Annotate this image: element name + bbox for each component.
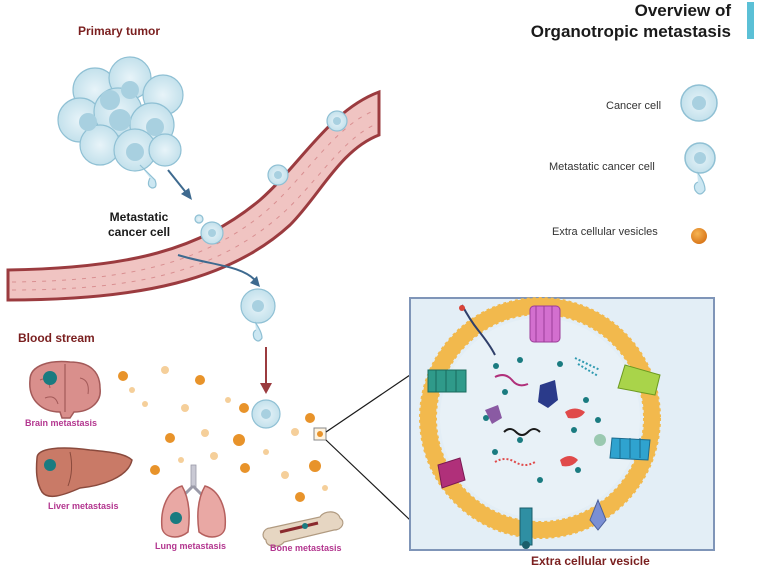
organ-label-lungs: Lung metastasis bbox=[155, 541, 227, 551]
scattered-vesicles bbox=[118, 366, 328, 502]
metastatic-cell-label-line-2: cancer cell bbox=[108, 225, 171, 239]
primary-tumor-cluster bbox=[57, 56, 184, 189]
organ-label-bone: Bone metastasis bbox=[270, 543, 342, 553]
membrane-proteins bbox=[427, 304, 661, 549]
organ-label-liver: Liver metastasis bbox=[48, 501, 119, 511]
extracellular-vesicle-label: Extra cellular vesicle bbox=[531, 554, 650, 568]
vesicle-cargo bbox=[483, 357, 606, 483]
title-line-1: Overview of bbox=[634, 1, 731, 20]
legend-label-vesicles: Extra cellular vesicles bbox=[552, 226, 658, 238]
metastatic-cell-icon bbox=[684, 142, 716, 195]
legend-label-metastatic-cell: Metastatic cancer cell bbox=[549, 161, 655, 173]
flow-arrows bbox=[167, 169, 272, 394]
blood-stream-label: Blood stream bbox=[18, 331, 95, 345]
brain-icon bbox=[29, 360, 101, 419]
page-title: Overview of Organotropic metastasis bbox=[531, 0, 731, 42]
metastatic-cell-label: Metastatic cancer cell bbox=[108, 210, 170, 240]
legend-label-cancer-cell: Cancer cell bbox=[606, 100, 662, 112]
metastatic-cell-label-line-1: Metastatic bbox=[109, 210, 169, 224]
title-accent-bar bbox=[747, 2, 754, 39]
vesicle-icon bbox=[691, 228, 707, 244]
zoom-lines bbox=[325, 374, 411, 521]
vesicle-panel bbox=[409, 297, 715, 551]
cancer-cell-icon bbox=[680, 84, 718, 122]
primary-tumor-label: Primary tumor bbox=[78, 24, 161, 38]
liver-icon bbox=[35, 447, 133, 498]
metastatic-cells bbox=[240, 288, 281, 429]
circulating-cells bbox=[194, 110, 348, 245]
title-line-2: Organotropic metastasis bbox=[530, 22, 731, 41]
bone-icon bbox=[262, 511, 344, 547]
lungs-icon bbox=[160, 464, 227, 538]
organ-label-brain: Brain metastasis bbox=[25, 418, 98, 428]
